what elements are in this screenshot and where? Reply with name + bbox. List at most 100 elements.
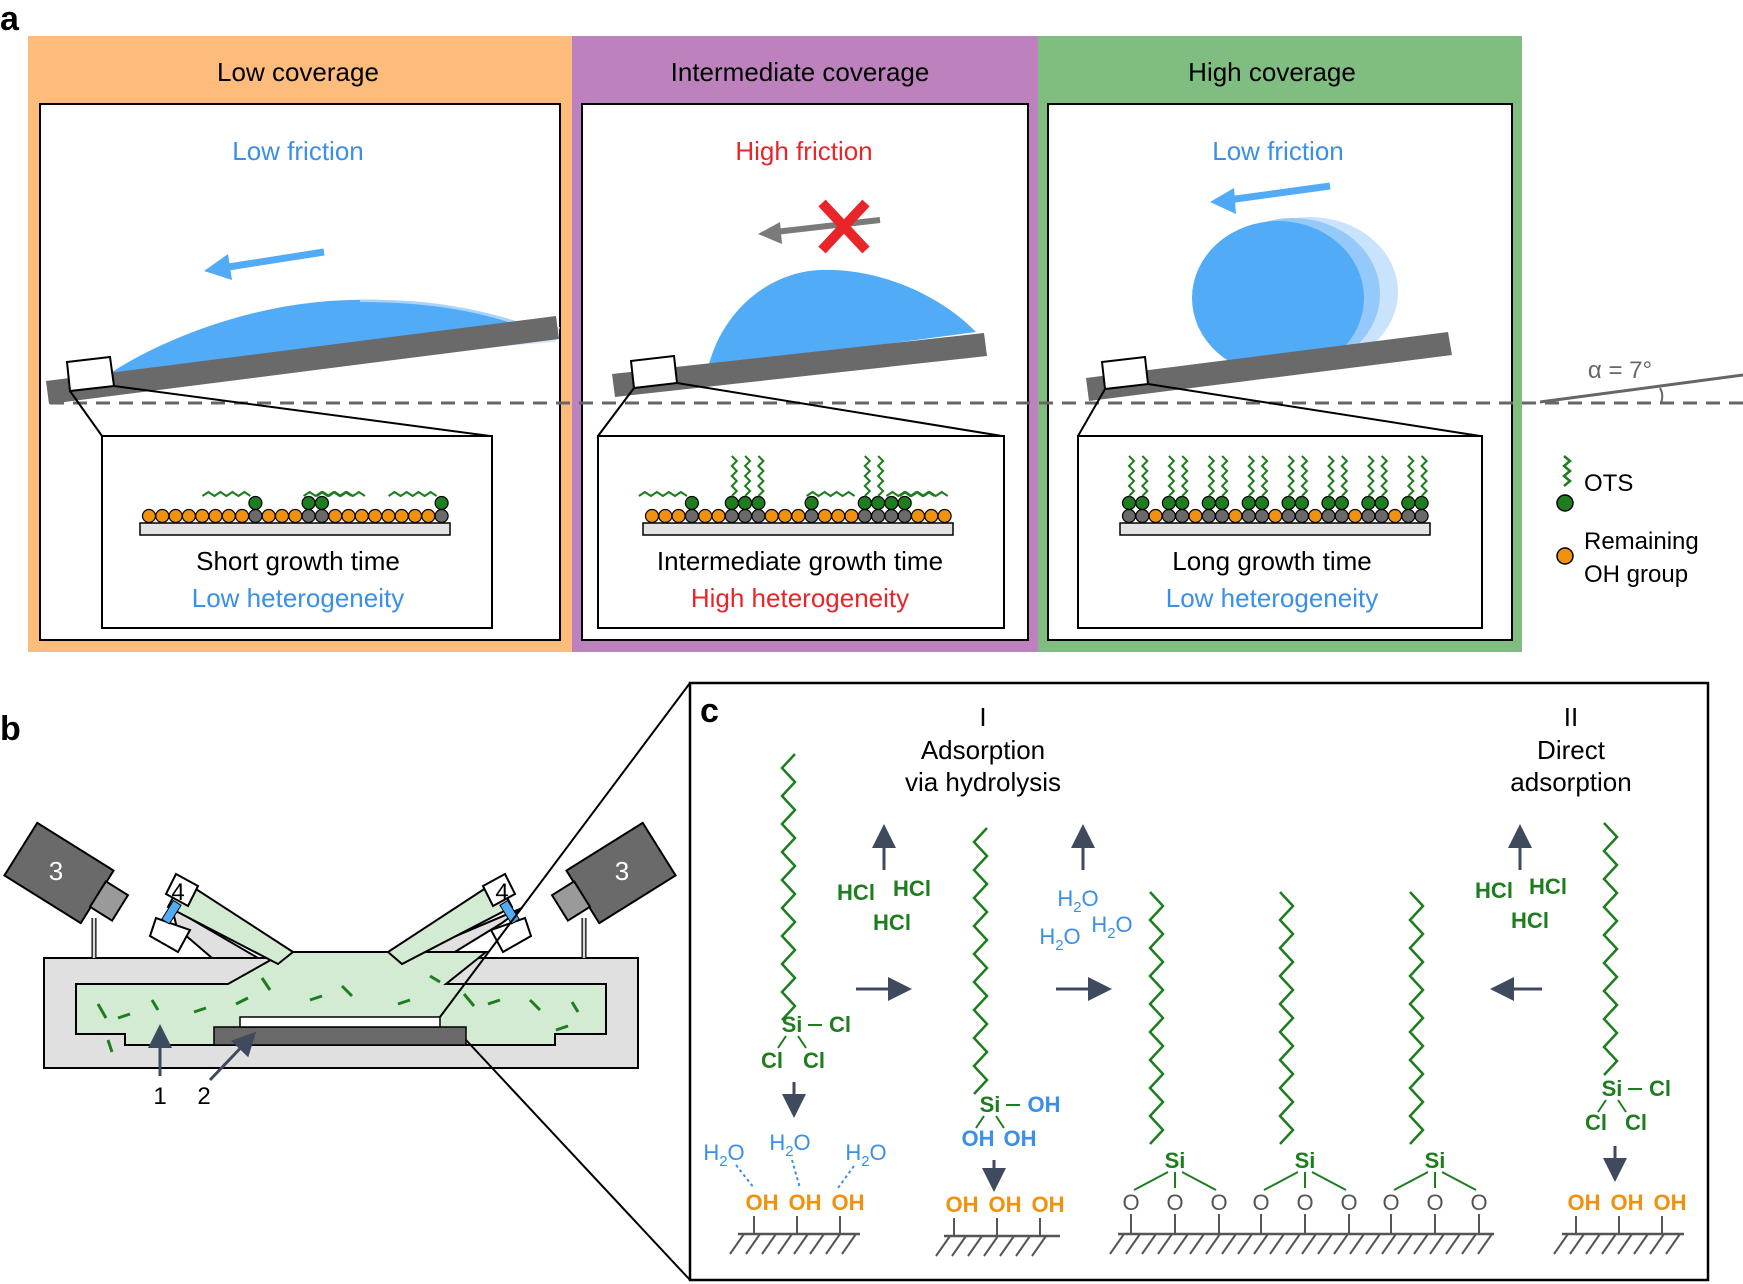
surface-hatch (1429, 1233, 1445, 1255)
water-label: H2O (769, 1130, 810, 1160)
window-label-right: 4 (495, 879, 508, 906)
ots-head (1135, 495, 1150, 511)
oh-group (831, 508, 846, 524)
growth-label-intermediate: Intermediate growth time (657, 546, 943, 576)
tilted-substrate-low (46, 316, 559, 404)
panel-letter-a: a (0, 0, 20, 38)
oh-group (937, 508, 952, 524)
hcl-label: HCl (1511, 908, 1549, 933)
hcl-label: HCl (1475, 878, 1513, 903)
substrate-slide (239, 1016, 441, 1028)
ots-head (870, 495, 886, 511)
alkyl-chain (1408, 891, 1425, 1145)
ots-head (1241, 495, 1256, 511)
surface-hatch (1349, 1233, 1365, 1255)
chlorine-label: Cl (1649, 1076, 1671, 1101)
oh-group (658, 508, 673, 524)
legend-oh-icon (1556, 547, 1574, 565)
route2-line1: Direct (1537, 735, 1606, 765)
silicon-atom (301, 508, 316, 524)
silicon-atom (857, 508, 872, 524)
hydrogen-bond (735, 1164, 755, 1189)
si-o-bond (1263, 1171, 1299, 1191)
water-label: H2O (845, 1140, 886, 1170)
surface-hatch (1365, 1233, 1381, 1255)
oh-group (844, 508, 859, 524)
surface-hatch (951, 1235, 967, 1257)
ots-chain (1327, 455, 1335, 497)
ots-chain (1287, 455, 1296, 497)
callout-label-substrate: 2 (197, 1083, 210, 1110)
ots-chain (863, 455, 872, 497)
surface-hatch (1253, 1233, 1269, 1255)
silicon-atom (1161, 508, 1177, 524)
heterogeneity-label-low: Low heterogeneity (192, 583, 404, 613)
alkyl-chain (1278, 891, 1295, 1145)
tilted-substrate-intermediate (612, 333, 987, 397)
silicon-atom (1201, 508, 1216, 524)
ots-head (434, 495, 449, 511)
surface-hatch (841, 1233, 857, 1255)
ots-chain (1300, 455, 1309, 497)
water-drop-low (112, 299, 540, 378)
zoom-box-high (1100, 355, 1150, 391)
oh-group (141, 508, 157, 524)
surface-hatch (967, 1235, 983, 1257)
oh-group (368, 508, 383, 524)
ots-chain (806, 490, 856, 498)
route1-numeral: I (979, 702, 986, 732)
scene-high (1077, 182, 1481, 437)
ots-chain (1340, 455, 1349, 497)
ots-head (1161, 495, 1177, 511)
oh-group (354, 508, 369, 524)
oh-group (671, 508, 686, 524)
si-oh-bond (975, 1115, 985, 1129)
silicon-atom (870, 508, 886, 524)
scene-low (46, 248, 560, 437)
surface-oxygen: O (1340, 1190, 1357, 1215)
oh-group (288, 508, 303, 524)
oh-group (1188, 508, 1203, 524)
oh-group (168, 508, 183, 524)
blocked-arrow (774, 217, 881, 235)
legend-ots-chain-icon (1562, 455, 1572, 487)
ots-head (857, 495, 872, 511)
water-drop-high (1192, 221, 1364, 375)
surface-hatch (1157, 1233, 1173, 1255)
si-cl-bond (777, 1035, 787, 1049)
ots-head (724, 495, 739, 511)
growth-label-high: Long growth time (1172, 546, 1371, 576)
route1-line1: Adsorption (921, 735, 1045, 765)
surface-oh: OH (1654, 1190, 1687, 1215)
heterogeneity-label-high: Low heterogeneity (1166, 583, 1378, 613)
solution-cavity (75, 951, 607, 1046)
growth-label-low: Short growth time (196, 546, 400, 576)
silicon-atom (724, 508, 739, 524)
oh-group (341, 508, 356, 524)
surface-oh: OH (789, 1190, 822, 1215)
surface-hatch (1205, 1233, 1221, 1255)
ots-head (1254, 495, 1270, 511)
silicon-label: Si (980, 1092, 1001, 1117)
oh-group (221, 508, 236, 524)
ots-chain (1220, 455, 1229, 497)
surface-hatch (1237, 1233, 1253, 1255)
legend-oh-label-2: OH group (1584, 561, 1688, 588)
ots-chain (756, 455, 765, 497)
oh-group (155, 508, 170, 524)
surface-hatch (1221, 1233, 1237, 1255)
ots-chain (1260, 455, 1269, 497)
oh-group (1228, 508, 1243, 524)
silicon-atom (884, 508, 899, 524)
water-label: H2O (1091, 912, 1132, 942)
si-oh-bond (995, 1115, 1005, 1129)
oh-group (924, 508, 939, 524)
surface-hatch (1477, 1233, 1493, 1255)
surface-hatch (1031, 1235, 1047, 1257)
oh-group (791, 508, 806, 524)
silicon-label: Si (1295, 1148, 1316, 1173)
camera-label-left: 3 (49, 856, 63, 886)
silicon-label: Si (782, 1012, 803, 1037)
inset-substrate (1119, 522, 1431, 536)
